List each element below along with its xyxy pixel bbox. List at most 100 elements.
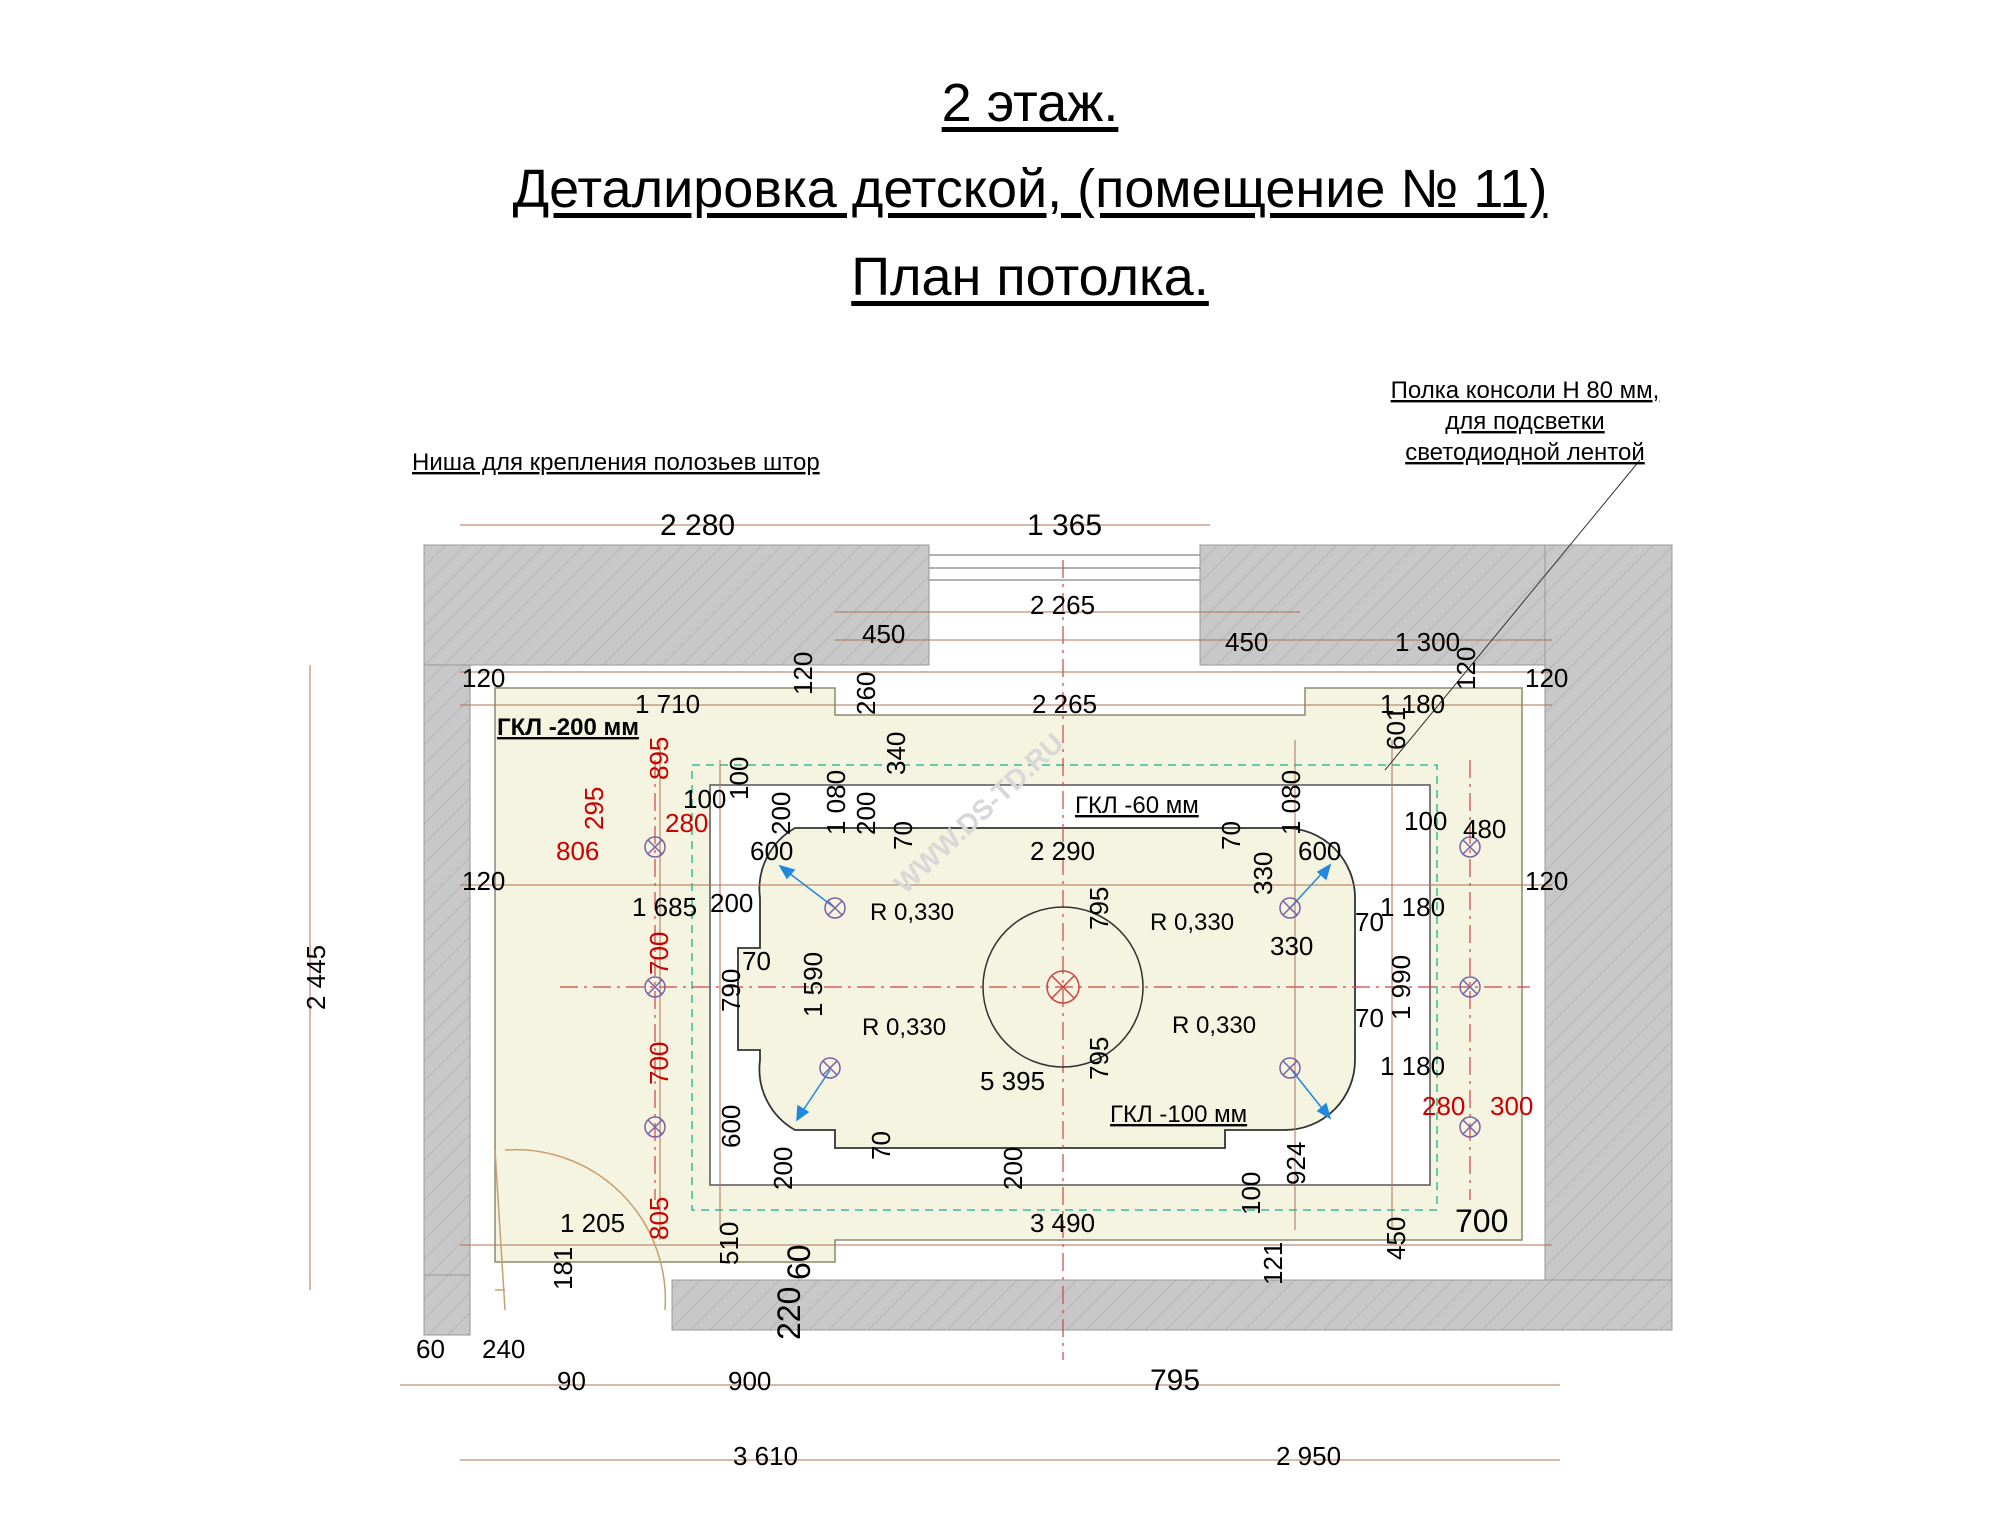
dim-label: 100 bbox=[1404, 806, 1447, 836]
dim-label: 1 685 bbox=[632, 892, 697, 922]
spotlight-icon bbox=[1459, 1116, 1481, 1138]
red-dim-label: 895 bbox=[644, 737, 674, 780]
dim-label: 70 bbox=[742, 946, 771, 976]
dim-label: 330 bbox=[1248, 852, 1278, 895]
dim-label: 510 bbox=[714, 1222, 744, 1265]
spotlight-icon bbox=[1279, 1057, 1301, 1079]
spotlight-icon bbox=[824, 897, 846, 919]
red-dim-label: 300 bbox=[1490, 1091, 1533, 1121]
dim-label: 450 bbox=[1225, 627, 1268, 657]
dim-label: 1 365 bbox=[1027, 509, 1102, 542]
dim-label: 330 bbox=[1270, 931, 1313, 961]
red-dim-label: 700 bbox=[644, 1042, 674, 1085]
dim-label: 200 bbox=[768, 1147, 798, 1190]
spotlight-icon bbox=[644, 836, 666, 858]
dim-label: 795 bbox=[1084, 887, 1114, 930]
console-shelf-note-line2: для подсветки bbox=[1445, 408, 1604, 435]
curtain-niche-note: Ниша для крепления полозьев штор bbox=[412, 449, 820, 476]
dim-label: 121 bbox=[1258, 1242, 1288, 1285]
dim-label: 100 bbox=[1236, 1172, 1266, 1215]
walls bbox=[423, 544, 1673, 1336]
dim-label: 795 bbox=[1150, 1364, 1200, 1397]
spotlight-icon bbox=[1459, 976, 1481, 998]
dim-label: 240 bbox=[482, 1334, 525, 1364]
plan-title: План потолка. bbox=[851, 247, 1209, 307]
dim-label: 480 bbox=[1463, 814, 1506, 844]
dim-label: 120 bbox=[1451, 647, 1481, 690]
dim-label: 70 bbox=[1355, 1003, 1384, 1033]
dim-label: 200 bbox=[851, 792, 881, 835]
dim-label: 1 180 bbox=[1380, 689, 1445, 719]
spotlight-icon bbox=[644, 976, 666, 998]
console-shelf-note-line1: Полка консоли Н 80 мм, bbox=[1391, 377, 1660, 404]
dim-label: 2 265 bbox=[1030, 590, 1095, 620]
radius-label: R 0,330 bbox=[870, 899, 954, 926]
radius-label: R 0,330 bbox=[1150, 909, 1234, 936]
central-light-icon bbox=[1046, 970, 1080, 1004]
red-dim-label: 700 bbox=[644, 932, 674, 975]
dim-label: 260 bbox=[851, 672, 881, 715]
dim-label: 200 bbox=[998, 1147, 1028, 1190]
dim-label: 790 bbox=[716, 969, 746, 1012]
dim-label: 795 bbox=[1084, 1037, 1114, 1080]
dim-label: 600 bbox=[1298, 836, 1341, 866]
dim-label: 2 950 bbox=[1276, 1441, 1341, 1471]
dim-label: 220 bbox=[771, 1287, 807, 1340]
dim-label: 70 bbox=[1355, 907, 1384, 937]
dim-label: 100 bbox=[683, 784, 726, 814]
dim-label: 70 bbox=[866, 1131, 896, 1160]
dimension-lines bbox=[309, 524, 1560, 1461]
dim-label: 700 bbox=[1455, 1203, 1508, 1239]
dim-label: 450 bbox=[862, 619, 905, 649]
spotlights bbox=[644, 836, 1481, 1138]
red-dimensions: 895 295 280 806 700 700 805 280 300 bbox=[556, 737, 1533, 1240]
spotlight-icon bbox=[819, 1057, 841, 1079]
dim-label: 2 290 bbox=[1030, 836, 1095, 866]
central-round-ceiling bbox=[982, 906, 1144, 1068]
floor-title: 2 этаж. bbox=[941, 73, 1119, 133]
red-dim-label: 806 bbox=[556, 836, 599, 866]
dim-label: 924 bbox=[1281, 1142, 1311, 1185]
dim-label: 120 bbox=[1525, 663, 1568, 693]
red-dim-label: 805 bbox=[644, 1197, 674, 1240]
dim-label: 600 bbox=[716, 1105, 746, 1148]
dim-label: 1 710 bbox=[635, 689, 700, 719]
gkl-100-label: ГКЛ -100 мм bbox=[1110, 1101, 1247, 1128]
spotlight-icon bbox=[1279, 897, 1301, 919]
dim-label: 5 395 bbox=[980, 1066, 1045, 1096]
dim-label: 120 bbox=[788, 652, 818, 695]
dim-label: 1 205 bbox=[560, 1208, 625, 1238]
black-dimensions: 2 280 1 365 2 265 450 450 1 300 120 120 … bbox=[416, 509, 1568, 1471]
dim-label: 1 300 bbox=[1395, 627, 1460, 657]
spotlight-icon bbox=[644, 1116, 666, 1138]
dim-label: 601 bbox=[1381, 707, 1411, 750]
black-dimensions-vertical: 120 260 120 601 100 1 080 1 080 200 200 … bbox=[301, 647, 1481, 1340]
dim-label: 120 bbox=[462, 663, 505, 693]
gkl-60-label: ГКЛ -60 мм bbox=[1075, 792, 1199, 819]
red-dim-label: 280 bbox=[1422, 1091, 1465, 1121]
dim-label: 1 180 bbox=[1380, 892, 1445, 922]
dim-label: 3 490 bbox=[1030, 1208, 1095, 1238]
dim-label: 900 bbox=[728, 1366, 771, 1396]
dim-label: 600 bbox=[750, 836, 793, 866]
radius-label: R 0,330 bbox=[862, 1014, 946, 1041]
dim-label: 2 280 bbox=[660, 509, 735, 542]
dim-label: 181 bbox=[548, 1247, 578, 1290]
dim-label: 60 bbox=[416, 1334, 445, 1364]
console-shelf-note-line3: светодиодной лентой bbox=[1405, 439, 1645, 466]
red-dim-label: 280 bbox=[665, 808, 708, 838]
dim-label: 1 080 bbox=[1276, 770, 1306, 835]
dim-label: 340 bbox=[881, 732, 911, 775]
dim-label: 1 080 bbox=[821, 770, 851, 835]
dim-label: 60 bbox=[781, 1244, 817, 1280]
spotlight-icon bbox=[1459, 836, 1481, 858]
dim-label: 70 bbox=[888, 821, 918, 850]
dim-label: 1 590 bbox=[798, 952, 828, 1017]
door bbox=[494, 1148, 667, 1311]
dim-label: 120 bbox=[1525, 866, 1568, 896]
dim-label: 70 bbox=[1216, 821, 1246, 850]
window bbox=[929, 554, 1200, 581]
dim-label: 120 bbox=[462, 866, 505, 896]
dim-label: 2 265 bbox=[1032, 689, 1097, 719]
